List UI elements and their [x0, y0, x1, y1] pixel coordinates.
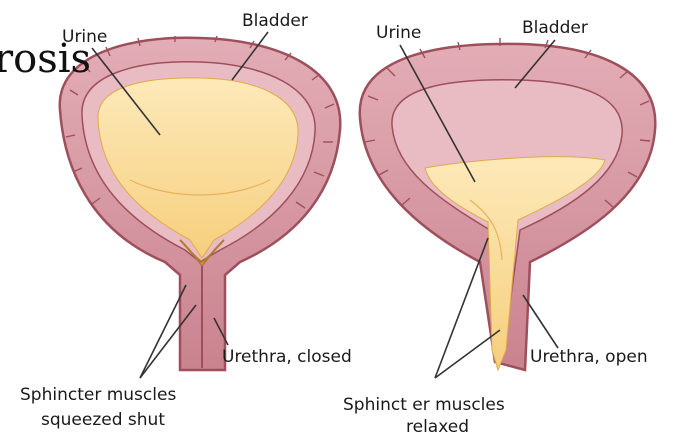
left-urethra-label: Urethra, closed [222, 347, 352, 367]
right-bladder-label: Bladder [522, 18, 588, 38]
right-sphincter-leader-a [435, 238, 488, 378]
right-sphincter-label-line1: Sphinct er muscles [343, 395, 505, 415]
left-bladder-label: Bladder [242, 11, 308, 31]
right-urine-label: Urine [376, 23, 421, 43]
right-urethra-label: Urethra, open [530, 347, 648, 367]
left-sphincter-label-line1: Sphincter muscles [20, 385, 176, 405]
left-bladder [60, 36, 341, 370]
right-sphincter-label-line2: relaxed [406, 417, 469, 436]
left-sphincter-label-line2: squeezed shut [41, 410, 165, 430]
left-urine-label: Urine [62, 27, 107, 47]
right-bladder [360, 38, 656, 370]
